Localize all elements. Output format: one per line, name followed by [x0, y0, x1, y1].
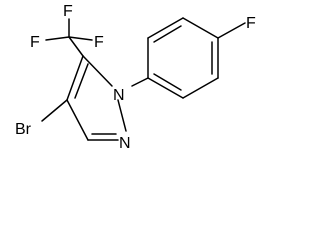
atom-label-f-right: F	[94, 34, 104, 51]
atom-label-br: Br	[15, 121, 32, 138]
atom-label-n1: N	[113, 87, 125, 104]
bond-c5-c4	[66, 55, 84, 101]
bond-c5-c4-double	[74, 63, 89, 99]
atom-label-f-aryl: F	[246, 15, 256, 32]
bond-c5-cf3	[68, 36, 84, 57]
bond-c4-c3	[66, 99, 89, 141]
bond-c-f-left	[45, 36, 70, 41]
bond-c5-n1	[82, 55, 113, 87]
bond-c4-br	[41, 99, 68, 122]
bond-c-f-right	[68, 36, 93, 41]
atom-label-f-top: F	[63, 3, 73, 20]
bond-n1-aryl	[131, 77, 149, 87]
atom-label-n2: N	[119, 135, 131, 152]
bond-aryl-6-1	[147, 77, 184, 99]
bond-aryl-f	[217, 22, 246, 39]
atom-label-f-left: F	[30, 34, 40, 51]
bond-aryl-inner-1	[153, 25, 182, 43]
bond-aryl-3-4	[182, 17, 219, 39]
bond-aryl-inner-3	[153, 73, 182, 91]
bond-n2-n1	[117, 99, 127, 132]
bond-aryl-2-3	[147, 17, 184, 39]
chemical-structure: F F F N Br N F	[15, 3, 256, 152]
bond-aryl-5-6	[182, 77, 219, 99]
